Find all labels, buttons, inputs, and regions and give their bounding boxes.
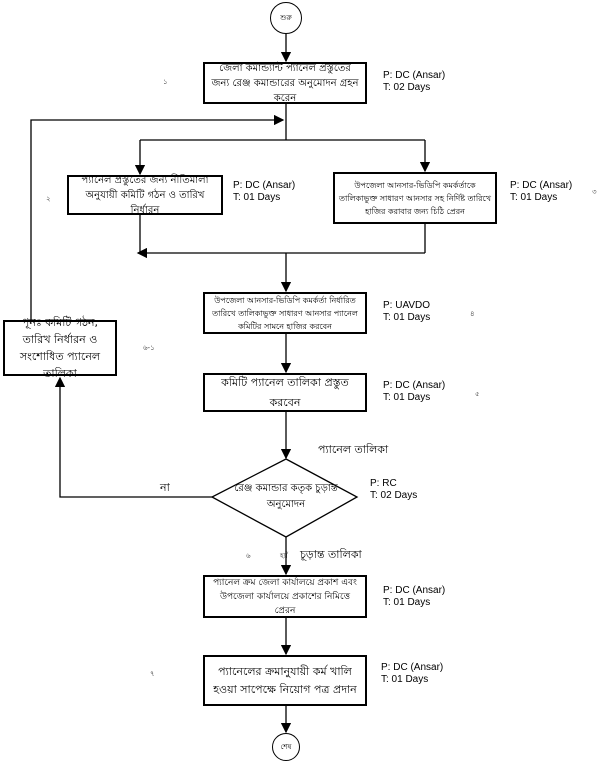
step-number: ৫ (475, 390, 480, 398)
panel-list-label: প্যানেল তালিকা (318, 443, 389, 456)
step-7-box: প্যানেলের ক্রমানুযায়ী কর্ম খালি হওয়া স… (203, 655, 367, 706)
step-1-time: T: 02 Days (383, 82, 431, 93)
step-1-box: জেলা কমান্ড্যান্ট প্যানেল প্রস্তুতের জন্… (203, 62, 367, 104)
step-number: ৭ (150, 670, 155, 678)
step-1-person: P: DC (Ansar) (383, 70, 446, 81)
step-4-person: P: UAVDO (383, 300, 431, 311)
step-2-time: T: 01 Days (233, 192, 281, 203)
step-6-person: P: DC (Ansar) (383, 585, 446, 596)
rework-number: ৬-১ (143, 344, 155, 352)
step-3-person: P: DC (Ansar) (510, 180, 573, 191)
step-3-time: T: 01 Days (510, 192, 558, 203)
arrow-no (54, 376, 212, 498)
step-6-box: প্যানেল ক্রম জেলা কার্যালয়ে প্রকাশ এবং … (203, 575, 367, 618)
decision-person: P: RC (370, 478, 397, 489)
rework-box: পূনঃ কমিটি গঠন, তারিখ নির্ধারন ও সংশোধিত… (3, 316, 117, 380)
step-number: ৪ (470, 310, 475, 318)
step-number: ২ (46, 195, 51, 203)
step-2-person: P: DC (Ansar) (233, 180, 296, 191)
step-5-box: কমিটি প্যানেল তালিকা প্রস্তুত করবেন (203, 373, 367, 412)
end-node: শেষ (272, 733, 300, 761)
start-node: শুরু (270, 2, 302, 34)
step-3-box: উপজেলা আনসার-ভিডিপি কমর্কর্তাকে তালিকাভু… (333, 172, 497, 224)
step-7-person: P: DC (Ansar) (381, 662, 444, 673)
decision-time: T: 02 Days (370, 490, 418, 501)
step-4-time: T: 01 Days (383, 312, 431, 323)
yes-label: হ্যাঁ (280, 552, 288, 560)
step-number: ৬ (246, 552, 251, 560)
step-6-time: T: 01 Days (383, 597, 431, 608)
decision-text: রেঞ্জ কমান্ডার কতৃক চুড়ান্ত অনুমোদন (234, 483, 338, 510)
step-number: ১ (163, 78, 168, 86)
final-list-label: চূড়ান্ত তালিকা (300, 548, 362, 561)
step-7-time: T: 01 Days (381, 674, 429, 685)
no-label: না (160, 481, 170, 494)
step-5-person: P: DC (Ansar) (383, 380, 446, 391)
step-5-time: T: 01 Days (383, 392, 431, 403)
step-number: ৩ (592, 188, 597, 196)
arrow-rework-loop (30, 114, 285, 320)
step-2-box: প্যানেল প্রস্তুতের জন্য নীতিমালা অনুযায়… (67, 175, 223, 216)
step-4-box: উপজেলা আনসার-ভিডিপি কমর্কর্তা নির্ধারিত … (203, 292, 367, 334)
